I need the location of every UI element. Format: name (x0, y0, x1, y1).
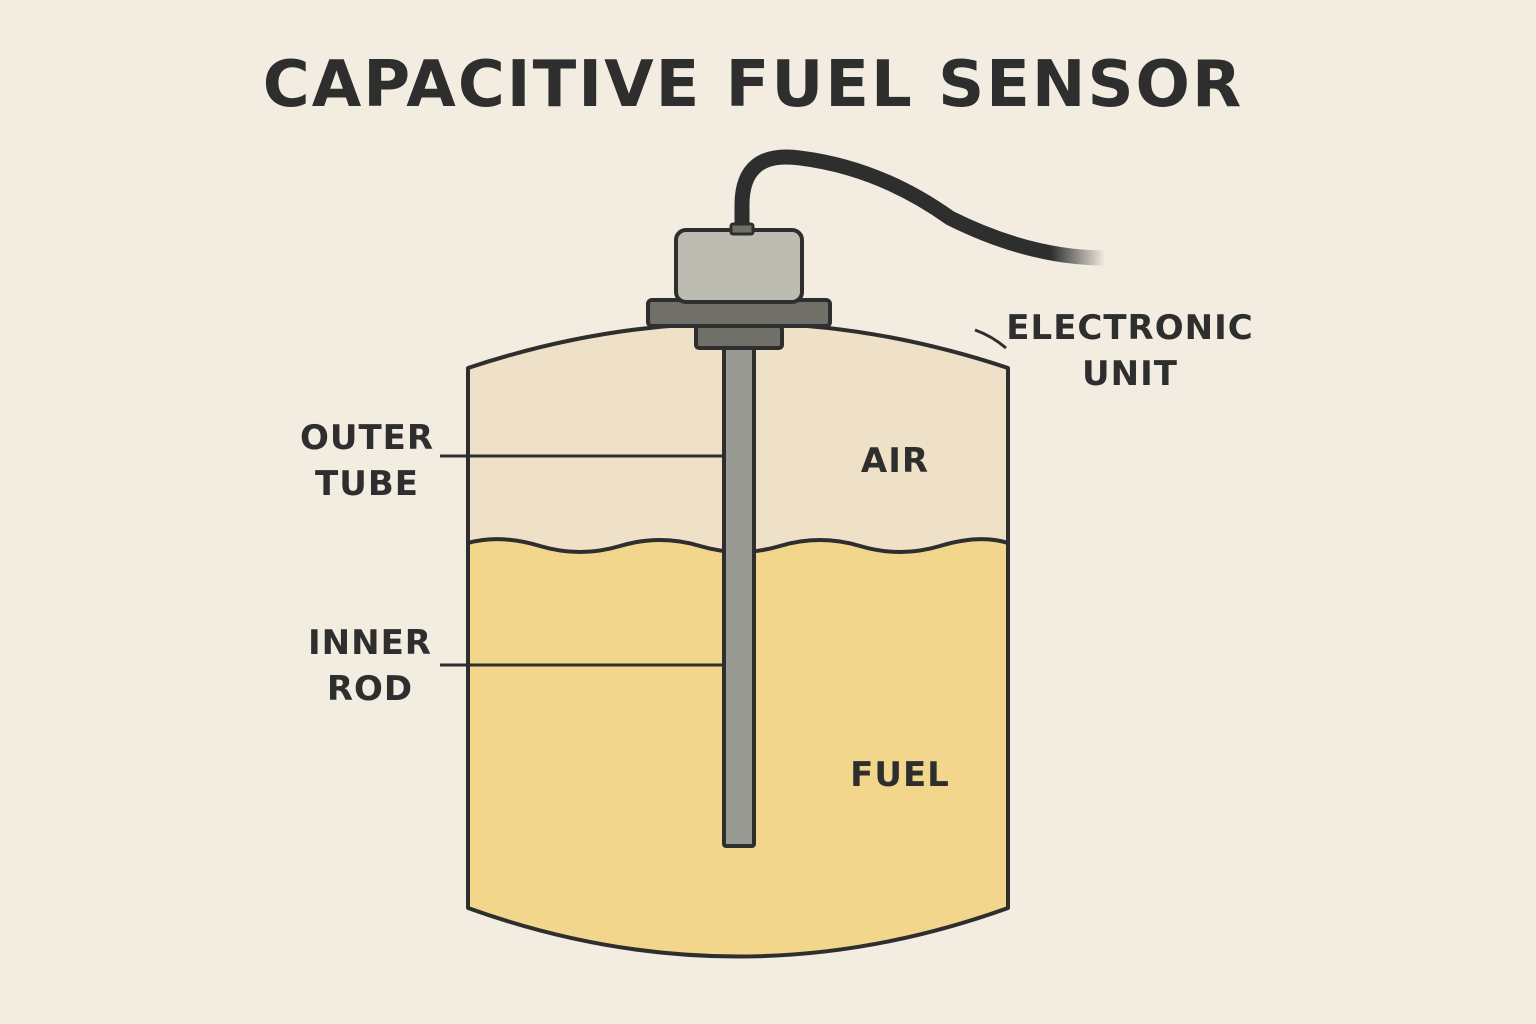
fuel-label: FUEL (850, 755, 950, 795)
cable-gland (729, 222, 755, 236)
electronic-unit-housing (674, 228, 804, 304)
electronic-unit-label-line1: ELECTRONIC (1006, 308, 1254, 348)
electronic-unit-label: ELECTRONIC UNIT (1000, 305, 1260, 397)
outer-tube-label: OUTER TUBE (292, 415, 442, 507)
electronic-unit-label-line2: UNIT (1082, 354, 1178, 394)
inner-rod-label-line1: INNER (308, 623, 432, 663)
tank-outline (466, 321, 1010, 959)
diagram-title: CAPACITIVE FUEL SENSOR (262, 48, 1244, 122)
sensor-cable (734, 149, 1106, 266)
outer-tube-label-line1: OUTER (299, 418, 435, 458)
sensor-rod (722, 346, 756, 848)
inner-rod-label: INNER ROD (295, 620, 445, 712)
outer-tube-label-line2: TUBE (315, 464, 419, 504)
sensor-collar (694, 324, 784, 350)
inner-rod-label-line2: ROD (326, 669, 414, 709)
air-label: AIR (860, 441, 930, 481)
electronic-unit-leader-line (974, 328, 1007, 350)
